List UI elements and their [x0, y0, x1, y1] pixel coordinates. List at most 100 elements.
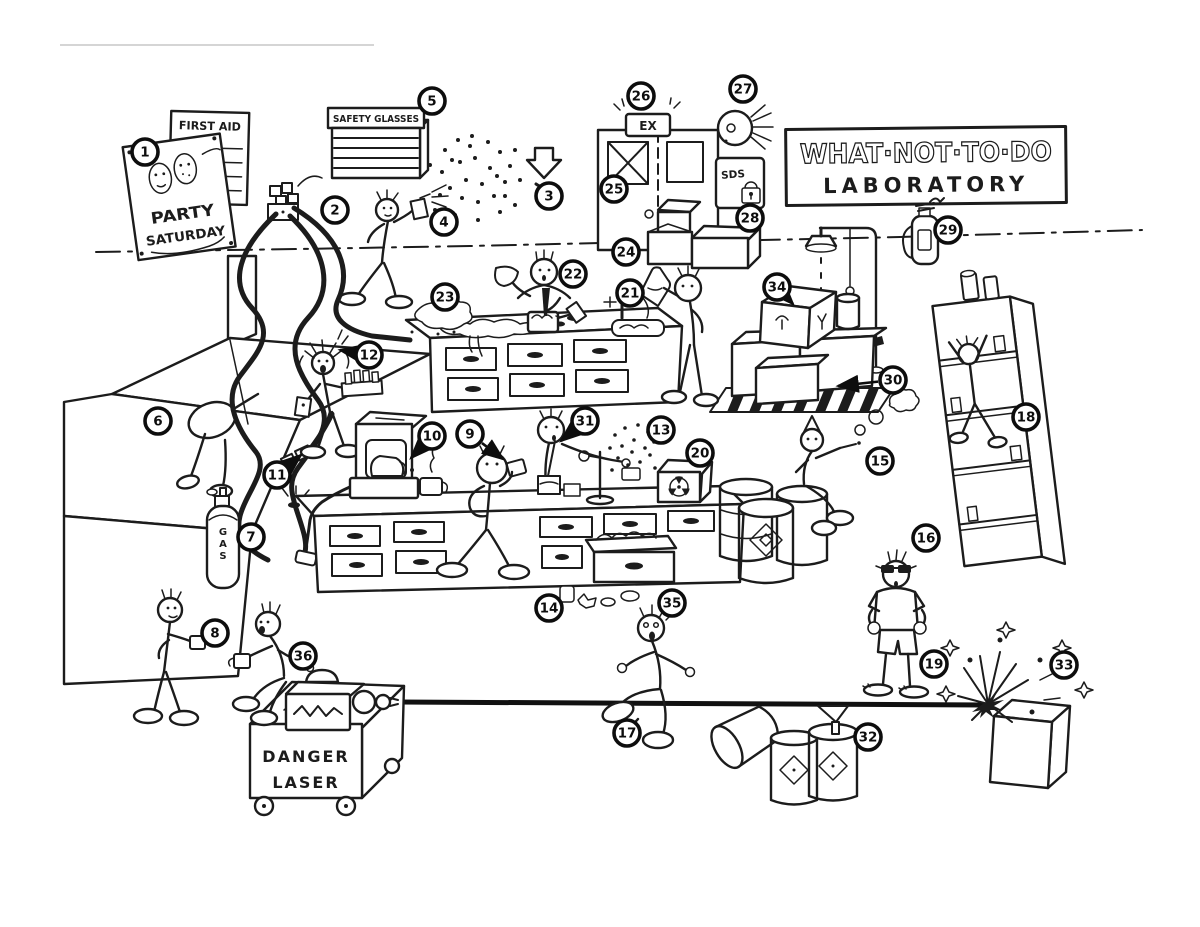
ribbon-bow-icon	[750, 104, 774, 150]
svg-text:31: 31	[576, 414, 595, 430]
svg-text:36: 36	[294, 649, 313, 665]
frayed-cord-sparks	[281, 485, 310, 508]
callout-21: 21	[615, 278, 645, 308]
svg-text:34: 34	[768, 280, 787, 296]
shocked-person	[279, 329, 384, 469]
umbrella-symbol-icon	[775, 315, 789, 330]
laser-cart-label1: DANGER	[262, 747, 349, 766]
callout-2: 2	[320, 195, 350, 225]
callout-27: 27	[728, 74, 758, 104]
steaming-mug	[419, 445, 449, 496]
svg-text:11: 11	[268, 468, 287, 484]
callout-6: 6	[143, 406, 173, 436]
svg-text:33: 33	[1055, 658, 1074, 674]
svg-text:1: 1	[140, 145, 149, 161]
sunglasses-icon	[875, 565, 917, 573]
missing-sprinkler	[525, 146, 563, 189]
chemical-drums	[718, 477, 829, 585]
svg-text:14: 14	[540, 601, 559, 617]
svg-text:35: 35	[663, 596, 682, 612]
laser-beam	[397, 699, 987, 708]
ring-stand	[578, 450, 615, 506]
callout-19: 19	[919, 649, 949, 679]
callout-32: 32	[853, 722, 883, 752]
fire-extinguisher	[902, 197, 945, 266]
svg-text:15: 15	[871, 454, 890, 470]
svg-text:12: 12	[360, 348, 379, 364]
callout-arrow-10	[409, 436, 432, 460]
mouth-pipette	[547, 440, 556, 477]
callout-layer: 1234567891011121314151617181920212223242…	[130, 74, 1079, 752]
open-messy-drawer	[559, 531, 678, 609]
callout-13: 13	[646, 415, 676, 445]
callout-12: 12	[354, 340, 384, 370]
svg-text:7: 7	[246, 530, 255, 546]
callout-33: 33	[1049, 650, 1079, 680]
person-standing-with-cup	[132, 588, 206, 727]
svg-text:10: 10	[423, 429, 442, 445]
callout-arrow-34	[772, 282, 795, 306]
food-on-bench	[410, 297, 473, 336]
callout-arrow-11	[279, 453, 303, 476]
svg-text:26: 26	[632, 89, 651, 105]
svg-text:4: 4	[439, 215, 448, 231]
person-smoking-on-drums	[794, 388, 920, 537]
callout-11: 11	[262, 460, 292, 490]
callout-9: 9	[455, 419, 485, 449]
svg-text:21: 21	[621, 286, 640, 302]
coffee-maker	[304, 410, 428, 550]
svg-text:2: 2	[330, 203, 339, 219]
svg-text:6: 6	[153, 414, 162, 430]
svg-text:19: 19	[925, 657, 944, 673]
boxes-under-shower	[730, 284, 888, 406]
svg-text:18: 18	[1017, 410, 1036, 426]
svg-text:27: 27	[734, 82, 753, 98]
callout-23: 23	[430, 282, 460, 312]
callout-34: 34	[762, 272, 792, 302]
waste-drums	[710, 705, 859, 806]
laser-device	[284, 668, 399, 732]
callout-28: 28	[735, 203, 765, 233]
hot-plate-pot	[526, 310, 574, 334]
svg-text:22: 22	[564, 267, 583, 283]
person-sitting-on-laser-cart	[227, 601, 315, 727]
callout-29: 29	[933, 215, 963, 245]
banner-line2: LABORATORY	[823, 172, 1029, 198]
svg-text:25: 25	[605, 182, 624, 198]
radiation-symbol-icon	[668, 476, 690, 497]
svg-text:29: 29	[939, 223, 958, 239]
upper-bench	[404, 306, 684, 414]
glass-symbol-icon	[817, 313, 827, 330]
banner-line1: WHAT·NOT·TO·DO	[800, 137, 1052, 171]
callout-17: 17	[612, 718, 642, 748]
safety-glasses-holder: SAFETY GLASSES	[326, 106, 430, 180]
svg-text:24: 24	[617, 245, 636, 261]
svg-text:30: 30	[884, 373, 903, 389]
exit-sign-text: EX	[639, 119, 657, 133]
fire-alarm-bell	[716, 104, 774, 150]
svg-text:23: 23	[436, 290, 455, 306]
svg-text:9: 9	[465, 427, 474, 443]
broken-exit-sign: EX	[613, 97, 681, 138]
callout-24: 24	[611, 237, 641, 267]
svg-text:17: 17	[618, 726, 637, 742]
callout-arrow-30	[835, 374, 879, 393]
callout-22: 22	[558, 259, 588, 289]
svg-text:28: 28	[741, 211, 760, 227]
loose-tie	[542, 288, 550, 316]
padlock-icon	[741, 181, 761, 204]
callout-3: 3	[534, 181, 564, 211]
callout-15: 15	[865, 446, 895, 476]
laser-cart: DANGER LASER	[248, 668, 406, 817]
svg-text:5: 5	[427, 94, 436, 110]
person-improper-attire	[862, 549, 930, 699]
svg-text:32: 32	[859, 730, 878, 746]
first-aid-sign-text: FIRST AID	[179, 118, 241, 134]
callout-arrow-12	[337, 344, 363, 363]
callout-14: 14	[534, 593, 564, 623]
callout-arrow-31	[559, 420, 583, 443]
callout-18: 18	[1011, 402, 1041, 432]
person-mouth-pipetting	[536, 408, 631, 497]
